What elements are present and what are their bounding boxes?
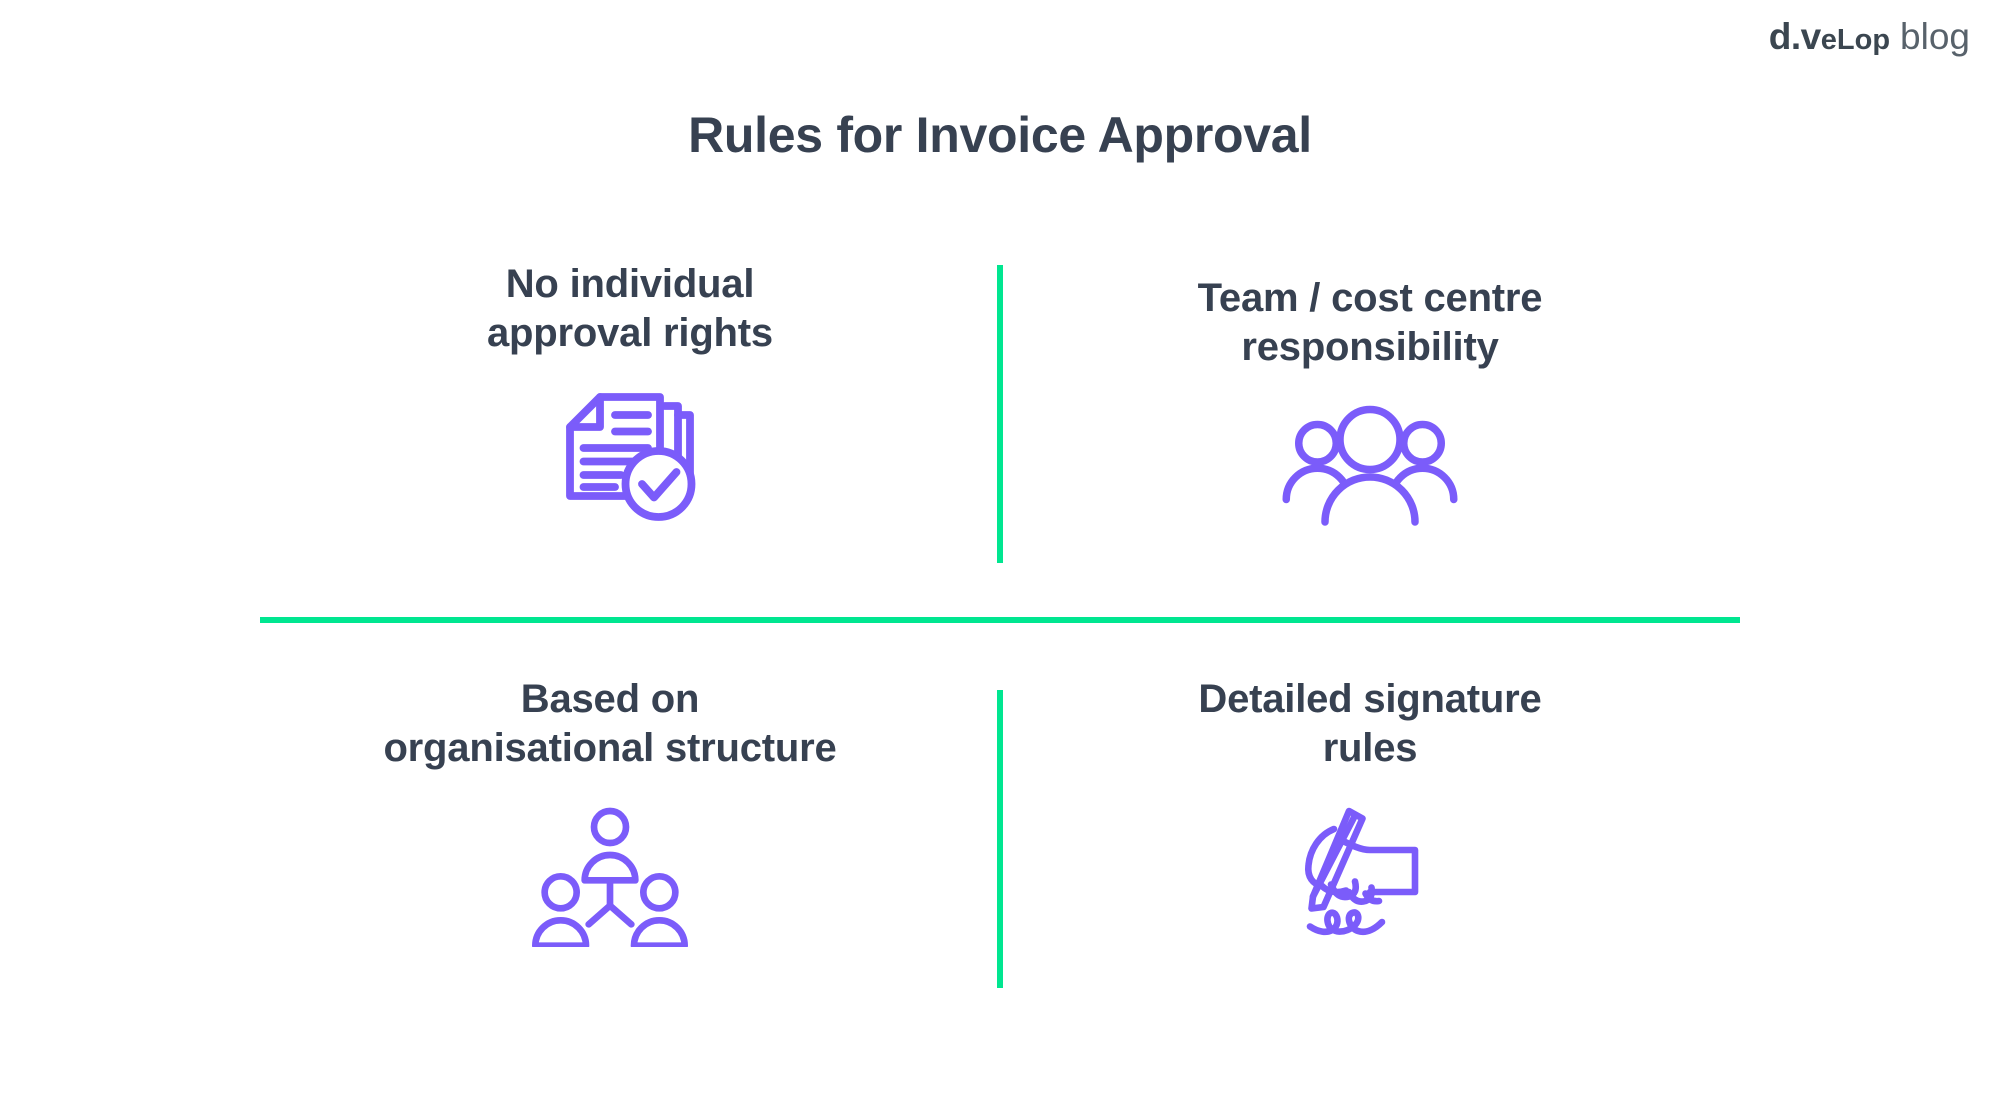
divider-vertical-top [997, 265, 1003, 563]
logo-wordmark-prefix: d.v [1768, 16, 1821, 57]
rule-heading-line-2: organisational structure [383, 725, 837, 770]
logo-wordmark-smallcaps: eLop [1820, 24, 1891, 56]
rule-card-team-cost-centre-responsibility: Team / cost centre responsibility [1000, 274, 1740, 532]
org-hierarchy-icon [530, 807, 690, 952]
rule-heading: No individual approval rights [487, 260, 773, 358]
rule-heading: Team / cost centre responsibility [1198, 274, 1543, 372]
rule-heading-line-2: approval rights [487, 310, 773, 355]
rule-heading-line-1: Based on [520, 677, 700, 721]
rule-heading-line-1: Team / cost centre [1197, 276, 1543, 320]
rule-heading: Based on organisational structure [383, 675, 836, 773]
rule-heading-line-1: No individual [505, 262, 755, 306]
hand-signature-icon [1295, 799, 1445, 954]
divider-horizontal [260, 617, 1740, 623]
rule-card-detailed-signature-rules: Detailed signature rules [1000, 675, 1740, 954]
rule-heading-line-2: rules [1322, 725, 1418, 770]
rule-card-no-individual-approval-rights: No individual approval rights [260, 260, 1000, 537]
rule-card-based-on-organisational-structure: Based on organisational structure [240, 675, 980, 952]
divider-vertical-bottom [997, 690, 1003, 988]
rule-heading-line-1: Detailed signature [1198, 677, 1542, 721]
logo-wordmark: d.veLop [1769, 18, 1890, 55]
documents-check-icon [555, 382, 705, 537]
brand-logo: d.veLop blog [1769, 18, 1970, 55]
rule-heading: Detailed signature rules [1198, 675, 1541, 773]
rule-heading-line-2: responsibility [1241, 324, 1499, 369]
logo-suffix: blog [1900, 16, 1970, 57]
people-group-icon [1276, 402, 1464, 532]
rules-grid: No individual approval rights [0, 250, 2000, 1040]
page-title: Rules for Invoice Approval [688, 107, 1312, 163]
